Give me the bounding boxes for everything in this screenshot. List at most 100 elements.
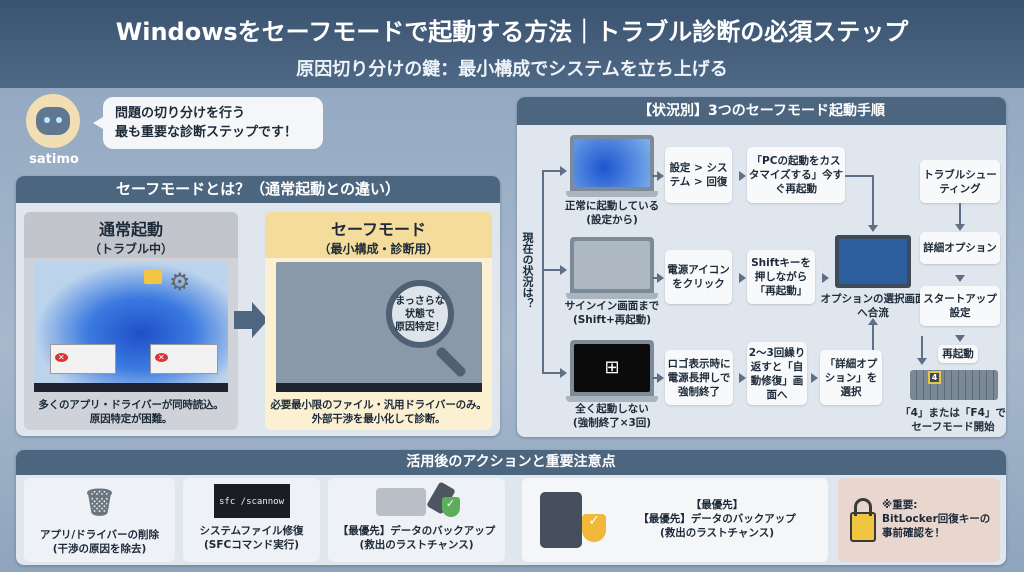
flow-arrow xyxy=(921,336,923,358)
shield-check-icon: ✓ xyxy=(441,497,460,517)
arrow-head xyxy=(955,335,965,342)
robot-icon xyxy=(36,107,70,135)
card-line: (救出のラストチャンス) xyxy=(359,539,474,551)
arrow-right-icon xyxy=(234,311,252,329)
keyboard-icon: 4 xyxy=(910,370,998,400)
normal-desktop-screenshot: ⚙ ✕ ✕ xyxy=(34,262,228,392)
step-settings-recovery: 設定 > システム > 回復 xyxy=(665,147,732,203)
priority-backup-card: ✓ 【最優先】 【最優先】データのバックアップ (救出のラストチャンス) xyxy=(522,478,828,562)
warning-text: ※重要: BitLocker回復キーの 事前確認を！ xyxy=(882,498,996,540)
gear-icon: ⚙ xyxy=(169,268,191,296)
card-line: (干渉の原因を除去) xyxy=(52,543,147,555)
label-line: (設定から) xyxy=(586,214,638,226)
label-line: 全く起動しない xyxy=(575,403,649,415)
card-line: (SFCコマンド実行) xyxy=(203,539,300,551)
error-dialog: ✕ xyxy=(50,344,116,374)
lock-shackle xyxy=(854,498,872,516)
flow-arrow xyxy=(652,175,658,177)
arrow-head xyxy=(252,302,268,338)
normal-subtitle: （トラブル中） xyxy=(88,242,173,256)
safe-title: セーフモード xyxy=(330,220,427,239)
caption-line: 外部干渉を最小化して診断。 xyxy=(311,413,446,425)
arrow-head xyxy=(657,273,664,283)
step-troubleshoot: トラブルシューティング xyxy=(920,160,1000,203)
lock-icon xyxy=(850,512,876,542)
laptop-normal-icon xyxy=(566,135,658,197)
arrow-head xyxy=(811,373,818,383)
hard-drive-icon xyxy=(540,492,582,548)
final-label: 「4」または「F4」でセーフモード開始 xyxy=(898,406,1008,434)
actions-title: 活用後のアクションと重要注意点 xyxy=(16,450,1006,475)
label-line: (強制終了×3回) xyxy=(572,417,652,429)
page-title: Windowsをセーフモードで起動する方法｜トラブル診断の必須ステップ xyxy=(115,18,909,46)
caption-line: 必要最小限のファイル・汎用ドライバーのみ。 xyxy=(270,399,487,411)
laptop-noboot-icon: ⊞ xyxy=(566,340,658,402)
step-advanced-options: 「詳細オプション」を選択 xyxy=(820,350,882,405)
flow-arrow xyxy=(872,325,874,350)
step-advanced: 詳細オプション xyxy=(920,232,1000,264)
warning-line: BitLocker回復キーの xyxy=(882,513,991,525)
arrow-head xyxy=(739,171,746,181)
page-subtitle: 原因切り分けの鍵：最小構成でシステムを立ち上げる xyxy=(296,59,728,80)
question-label: 現在の状況は？ xyxy=(521,232,534,309)
speech-line: 問題の切り分けを行う xyxy=(115,106,246,121)
header: Windowsをセーフモードで起動する方法｜トラブル診断の必須ステップ 原因切り… xyxy=(0,0,1024,88)
flow-arrow xyxy=(652,277,658,279)
arrow-head xyxy=(955,224,965,231)
drive-icon: ✓ xyxy=(372,481,462,518)
row1-label: 正常に起動している (設定から) xyxy=(548,199,676,227)
arrow-head xyxy=(739,273,746,283)
folder-icon xyxy=(144,270,162,284)
label-line: 正常に起動している xyxy=(564,200,660,212)
warning-line: ※重要: xyxy=(882,499,918,511)
action-card-backup: ✓ 【最優先】データのバックアップ (救出のラストチャンス) xyxy=(328,478,505,562)
branch-arrow xyxy=(542,269,560,271)
arrow-head xyxy=(822,273,829,283)
key-4: 4 xyxy=(928,371,941,384)
arrow-head xyxy=(657,171,664,181)
card-line: 【最優先】データのバックアップ xyxy=(337,525,496,537)
magnifier-text: まっさらな xyxy=(395,296,445,307)
terminal-icon: sfc /scannow xyxy=(213,484,290,518)
magnifier-text: 状態で xyxy=(405,309,435,320)
magnifier-text: 原因特定！ xyxy=(395,322,445,333)
flow-arrow xyxy=(845,175,873,177)
safe-subtitle: （最小構成・診断用） xyxy=(318,242,439,256)
branch-arrow xyxy=(542,372,560,374)
step-startup-settings: スタートアップ設定 xyxy=(920,286,1000,326)
label-line: 「4」または「F4」で xyxy=(900,407,1006,419)
magnifier-icon: まっさらな 状態で 原因特定！ xyxy=(386,280,454,348)
arrow-head xyxy=(657,373,664,383)
taskbar xyxy=(276,383,482,392)
label-line: セーフモード開始 xyxy=(911,421,995,433)
taskbar xyxy=(34,383,228,392)
step-shift-restart: Shiftキーを押しながら「再起動」 xyxy=(747,250,815,304)
normal-boot-card: 通常起動 （トラブル中） ⚙ ✕ ✕ 多くのアプリ・ドライバーが同時読込。 原因… xyxy=(24,212,238,430)
bitlocker-warning-card: ※重要: BitLocker回復キーの 事前確認を！ xyxy=(838,478,1000,562)
comparison-title: セーフモードとは？（通常起動との違い） xyxy=(16,176,500,203)
arrow-head xyxy=(560,265,567,275)
arrow-head xyxy=(560,166,567,176)
card-line: システムファイル修復 xyxy=(199,525,304,537)
safe-desktop-screenshot: まっさらな 状態で 原因特定！ xyxy=(276,262,482,392)
speech-bubble: 問題の切り分けを行う 最も重要な診断ステップです！ xyxy=(93,97,323,149)
magnifier-handle xyxy=(434,345,468,379)
normal-caption: 多くのアプリ・ドライバーが同時読込。 原因特定が困難。 xyxy=(24,398,238,426)
card-line: アプリ/ドライバーの削除 xyxy=(39,529,160,541)
normal-title: 通常起動 xyxy=(98,220,163,239)
options-screen-icon xyxy=(835,235,911,288)
merge-label: オプションの選択画面へ合流 xyxy=(820,293,926,319)
arrow-head xyxy=(955,275,965,282)
caption-line: 原因特定が困難。 xyxy=(89,413,173,425)
arrow-head xyxy=(868,318,878,325)
arrow-head xyxy=(917,358,927,365)
label-line: (Shift+再起動) xyxy=(572,314,652,326)
arrow-head xyxy=(739,373,746,383)
speech-line: 最も重要な診断ステップです！ xyxy=(115,125,298,140)
safe-caption: 必要最小限のファイル・汎用ドライバーのみ。 外部干渉を最小化して診断。 xyxy=(261,398,496,426)
card-line: (救出のラストチャンス) xyxy=(659,527,775,539)
step-auto-repair: 2〜3回繰り返すと「自動修復」画面へ xyxy=(747,342,807,405)
branch-arrow xyxy=(542,170,560,172)
shield-check-icon: ✓ xyxy=(582,514,606,542)
card-line: 【最優先】 xyxy=(690,499,744,511)
